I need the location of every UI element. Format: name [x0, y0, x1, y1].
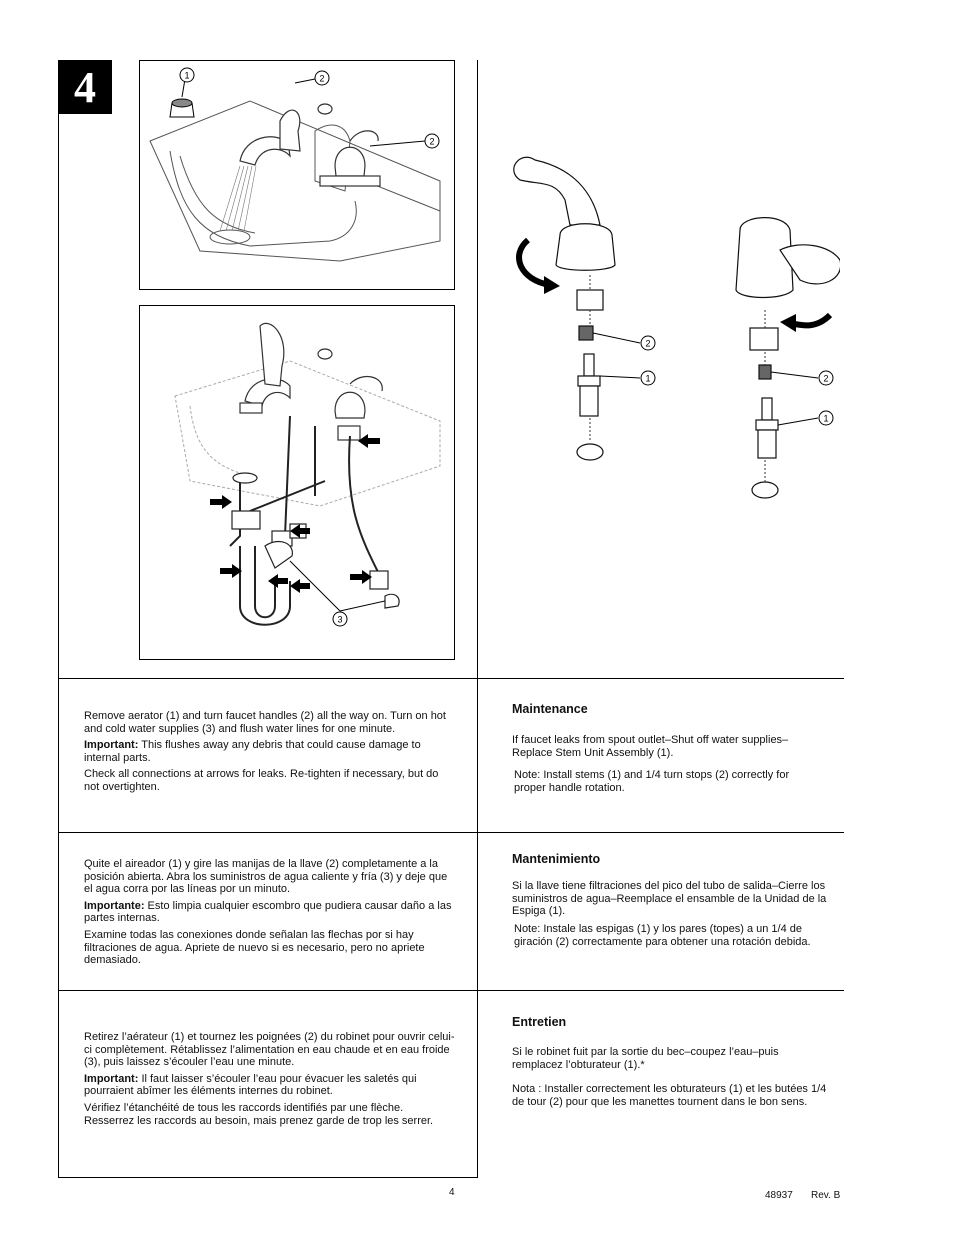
important-label: Important: [84, 739, 139, 752]
maintenance-heading: Entretien [512, 1015, 567, 1029]
callout-label: 2 [823, 374, 828, 384]
callout-label: 1 [823, 414, 828, 424]
figure-aerator-faucet: 1 2 2 [139, 60, 455, 290]
instruction-paragraph: Check all connections at arrows for leak… [84, 768, 439, 793]
important-text: This flushes away any debris that could … [84, 739, 421, 764]
callout-label: 3 [337, 615, 342, 625]
important-paragraph: Important: This flushes away any debris … [84, 739, 456, 764]
note-label: Note: [514, 769, 541, 781]
step-number: 4 [58, 60, 112, 114]
figure-connections-check: 3 [139, 305, 455, 660]
callout-label: 1 [645, 374, 650, 384]
divider-row-1 [58, 678, 844, 679]
maintenance-heading: Maintenance [512, 702, 588, 716]
page-number: 4 [449, 1187, 455, 1198]
under-sink-plumbing-illustration: 3 [174, 322, 441, 627]
revision-label: Rev. B [811, 1190, 841, 1201]
important-paragraph: Importante: Esto limpia cualquier escomb… [84, 900, 456, 925]
instruction-paragraph: Remove aerator (1) and turn faucet handl… [84, 710, 446, 735]
maintenance-heading: Mantenimiento [512, 852, 601, 866]
callout-label: 2 [319, 74, 324, 84]
maintenance-text: Si la llave tiene filtraciones del pico … [512, 880, 827, 918]
important-paragraph: Important: Il faut laisser s’écouler l’e… [84, 1073, 456, 1098]
instructions-english: Remove aerator (1) and turn faucet handl… [84, 710, 456, 798]
instruction-paragraph: Examine todas las conexiones donde señal… [84, 928, 425, 967]
divider-row-2 [58, 832, 844, 833]
maintenance-text: If faucet leaks from spout outlet–Shut o… [512, 734, 789, 759]
note-label: Note: [514, 923, 541, 935]
callout-label: 1 [184, 71, 189, 81]
document-number: 48937 [765, 1190, 793, 1201]
left-column-frame [58, 60, 478, 1178]
important-text: Il faut laisser s’écouler l’eau pour éva… [84, 1072, 417, 1098]
instructions-spanish: Quite el aireador (1) y gire las manijas… [84, 858, 456, 971]
note-text: Installer correctement les obturateurs (… [512, 1083, 827, 1108]
instructions-french: Retirez l’aérateur (1) et tournez les po… [84, 1031, 456, 1131]
instruction-paragraph: Retirez l’aérateur (1) et tournez les po… [84, 1031, 455, 1069]
figure-stem-assembly: 2 1 2 1 [500, 140, 842, 520]
instruction-paragraph: Vérifiez l’étanchéité de tous les raccor… [84, 1101, 434, 1127]
note-text: Install stems (1) and 1/4 turn stops (2)… [514, 769, 790, 794]
divider-row-3 [58, 990, 844, 991]
callout-label: 2 [645, 339, 650, 349]
maintenance-text: Si le robinet fuit par la sortie du bec–… [512, 1046, 779, 1071]
maintenance-note: Note: Instale las espigas (1) y los pare… [514, 923, 826, 948]
faucet-sink-illustration: 1 2 2 [149, 67, 441, 262]
maintenance-note: Nota : Installer correctement les obtura… [512, 1083, 828, 1108]
important-label: Important: [84, 1072, 139, 1085]
stem-assembly-illustration: 2 1 2 1 [513, 156, 842, 499]
important-text: Esto limpia cualquier escombro que pudie… [84, 899, 452, 925]
important-label: Importante: [84, 899, 145, 912]
note-text: Instale las espigas (1) y los pares (top… [514, 923, 811, 948]
instruction-paragraph: Quite el aireador (1) y gire las manijas… [84, 858, 448, 896]
maintenance-note: Note: Install stems (1) and 1/4 turn sto… [514, 769, 814, 794]
callout-label: 2 [429, 137, 434, 147]
note-label: Nota : [512, 1083, 542, 1095]
